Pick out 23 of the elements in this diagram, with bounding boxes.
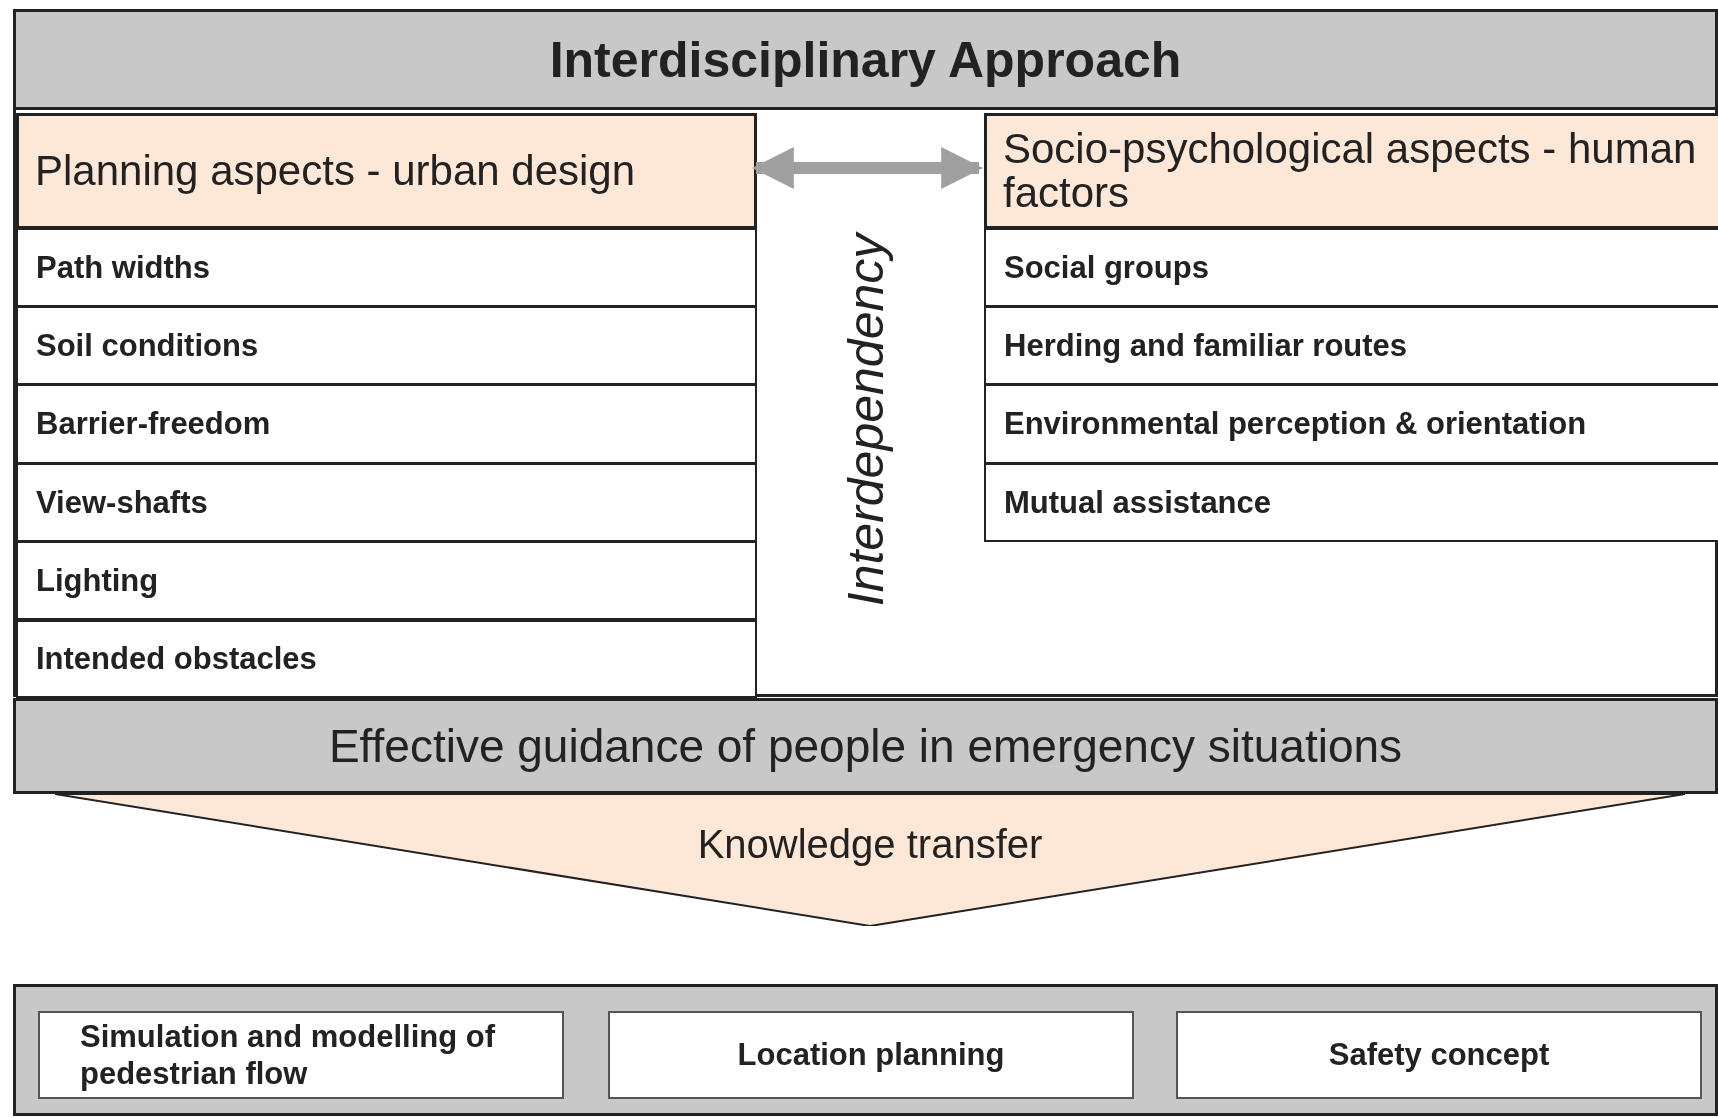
table-frame [13, 9, 1718, 697]
outcome-box: Location planning [608, 1011, 1134, 1099]
column-header: Socio-psychological aspects - human factors [984, 113, 1718, 229]
table-row: Barrier-freedom [16, 384, 757, 464]
double-arrow [751, 147, 984, 189]
table-row: Social groups [984, 228, 1718, 307]
table-row: Mutual assistance [984, 463, 1718, 542]
table-row: Environmental perception & orientation [984, 384, 1718, 464]
outcome-box: Simulation and modelling of pedestrian flow [38, 1011, 564, 1099]
panel [13, 984, 1718, 1116]
heading: Interdisciplinary Approach [16, 12, 1715, 110]
outcome-box: Safety concept [1176, 1011, 1702, 1099]
column-header: Planning aspects - urban design [16, 113, 757, 229]
table-row: View-shafts [16, 463, 757, 542]
table-row: Path widths [16, 228, 757, 307]
result-band: Effective guidance of people in emergency situations [13, 698, 1718, 794]
table-row: Lighting [16, 541, 757, 620]
chevron-arrow [55, 794, 1685, 926]
table-row: Intended obstacles [16, 620, 757, 698]
table-row: Soil conditions [16, 306, 757, 385]
arrow-label: Knowledge transfer [697, 822, 1043, 867]
rotated-label: Interdependency [837, 233, 895, 607]
table-row: Herding and familiar routes [984, 306, 1718, 385]
